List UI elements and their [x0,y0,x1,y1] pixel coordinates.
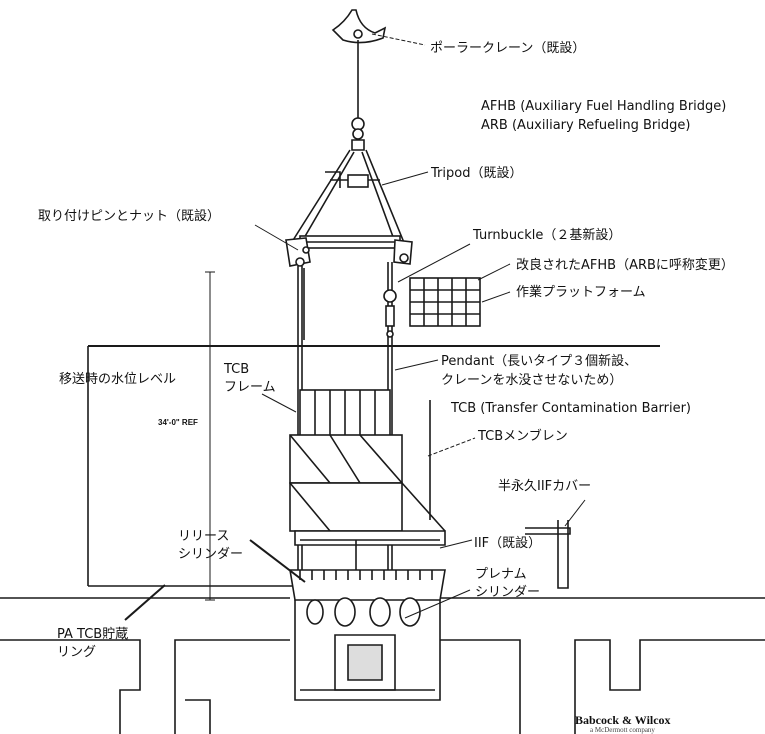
polar-crane-hook [331,9,387,140]
leader-release-cylinder [249,539,306,583]
label-release-cylinder-line2: シリンダー [178,547,244,562]
leader-plenum-cylinder [404,589,471,619]
label-tcb-membrane: TCBメンブレン [478,429,568,444]
label-pendant-line1: Pendant（長いタイプ３個新設、 [441,354,638,369]
label-afhb: AFHB (Auxiliary Fuel Handling Bridge) [481,99,727,114]
label-pa-tcb-ring-line1: PA TCB貯蔵 [57,627,129,642]
label-tripod: Tripod（既設） [431,166,523,181]
label-arb: ARB (Auxiliary Refueling Bridge) [481,118,691,133]
leader-pin-nut [254,224,299,251]
dimension-reference: 34'-0" REF [158,418,198,427]
label-iif-cover: 半永久IIFカバー [498,479,592,494]
label-release-cylinder-line1: リリース [178,529,230,544]
leader-iif [439,539,473,549]
leader-iif-cover [564,499,586,527]
leader-pendant [394,359,439,371]
leader-tcb-frame [261,393,297,413]
leader-modified-afhb [477,263,511,281]
leader-turnbuckle [397,243,471,283]
label-water-level: 移送時の水位レベル [59,372,177,387]
babcock-wilcox-logo: Babcock & Wilcox [575,713,671,727]
label-modified-afhb: 改良されたAFHB（ARBに呼称変更） [516,258,734,273]
label-turnbuckle: Turnbuckle（２基新設） [473,228,622,243]
label-tcb-frame-line2: フレーム [224,380,276,395]
label-tcb-frame-line1: TCB [224,362,250,377]
iif-cover [525,527,571,535]
label-pin-nut: 取り付けピンとナット（既設） [38,209,221,224]
label-plenum-cylinder-line1: プレナム [475,567,527,582]
label-iif: IIF（既設） [474,536,542,551]
leader-polar-crane [371,33,426,46]
turnbuckle [383,289,397,338]
pin-nut-joints [285,237,413,267]
leader-tcb-membrane [427,437,476,457]
label-plenum-cylinder-line2: シリンダー [475,585,541,600]
label-tcb: TCB (Transfer Contamination Barrier) [451,401,692,416]
leader-pa-tcb-ring [124,584,166,621]
tcb-frame [289,389,446,546]
pool-structure [0,271,765,734]
logo-subtitle: a McDermott company [590,726,655,734]
work-platform [409,277,481,327]
label-polar-crane: ポーラークレーン（既設） [430,41,586,56]
label-pa-tcb-ring-line2: リング [57,645,97,660]
plenum-assembly [289,540,446,701]
label-work-platform: 作業プラットフォーム [516,285,646,300]
leader-tripod [381,171,429,186]
leader-work-platform [481,291,511,303]
label-pendant-line2: クレーンを水没させないため） [441,373,623,388]
tripod [289,139,406,249]
